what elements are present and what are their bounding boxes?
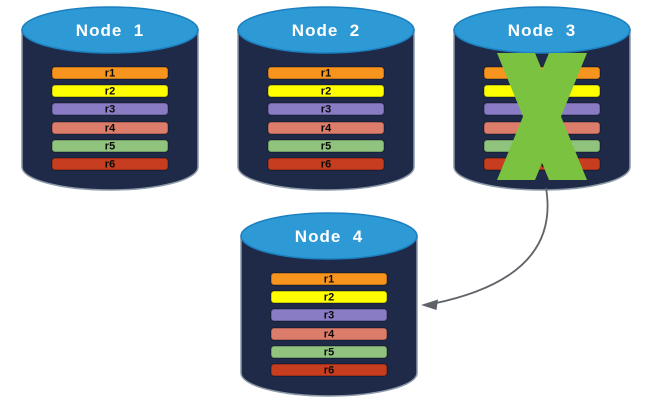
node-2-row-r4 xyxy=(267,121,385,135)
node-2: Node 2 r1 r2 r3 r4 r5 r6 xyxy=(237,6,415,191)
node-4-row-r3 xyxy=(270,308,388,322)
node-4-row-r3-label: r3 xyxy=(324,310,334,322)
node-4: Node 4 r1 r2 r3 r4 r5 r6 xyxy=(240,212,418,397)
node-4-row-r4-label: r4 xyxy=(324,329,335,341)
node-4-cylinder-top xyxy=(240,212,418,260)
node-2-row-r5 xyxy=(267,139,385,153)
failover-arrow-line xyxy=(433,187,549,305)
node-4-rows: r1 r2 r3 r4 r5 r6 xyxy=(270,272,388,377)
node-3-cylinder-top xyxy=(453,6,631,54)
node-1-row-r2-label: r2 xyxy=(105,86,115,98)
node-2-row-r6 xyxy=(267,157,385,171)
node-3-title: Node 3 xyxy=(508,21,576,40)
node-2-rows: r1 r2 r3 r4 r5 r6 xyxy=(267,66,385,171)
node-2-row-r1-label: r1 xyxy=(321,68,331,80)
node-4-row-r6-label: r6 xyxy=(324,365,334,377)
node-2-row-r2 xyxy=(267,84,385,98)
node-1-row-r3-label: r3 xyxy=(105,104,115,116)
node-2-row-r1 xyxy=(267,66,385,80)
node-1-title: Node 1 xyxy=(76,21,144,40)
node-2-title: Node 2 xyxy=(292,21,360,40)
node-1-row-r2 xyxy=(51,84,169,98)
failover-arrow xyxy=(421,187,549,310)
node-4-row-r5 xyxy=(270,345,388,359)
node-1-row-r1-label: r1 xyxy=(105,68,115,80)
node-2-row-r3 xyxy=(267,102,385,116)
node-2-row-r3-label: r3 xyxy=(321,104,331,116)
node-1-row-r1 xyxy=(51,66,169,80)
node-4-title: Node 4 xyxy=(295,227,363,246)
node-2-cylinder-top xyxy=(237,6,415,54)
node-2-row-r2-label: r2 xyxy=(321,86,331,98)
failover-arrowhead-icon xyxy=(421,299,438,310)
node-4-row-r2 xyxy=(270,290,388,304)
node-1: Node 1 r1 r2 r3 r4 r5 r6 xyxy=(21,6,199,191)
node-1-row-r6 xyxy=(51,157,169,171)
node-4-row-r1 xyxy=(270,272,388,286)
node-4-row-r2-label: r2 xyxy=(324,292,334,304)
node-1-row-r5 xyxy=(51,139,169,153)
node-1-row-r3 xyxy=(51,102,169,116)
node-1-cylinder-top xyxy=(21,6,199,54)
failure-x-icon xyxy=(497,53,587,180)
node-1-row-r4-label: r4 xyxy=(105,123,116,135)
node-4-row-r1-label: r1 xyxy=(324,274,334,286)
node-4-row-r5-label: r5 xyxy=(324,347,334,359)
failure-x-stroke-right xyxy=(497,53,587,180)
node-1-rows: r1 r2 r3 r4 r5 r6 xyxy=(51,66,169,171)
node-2-row-r4-label: r4 xyxy=(321,123,332,135)
node-1-row-r6-label: r6 xyxy=(105,159,115,171)
node-1-row-r5-label: r5 xyxy=(105,141,115,153)
node-2-row-r6-label: r6 xyxy=(321,159,331,171)
node-4-row-r4 xyxy=(270,327,388,341)
node-1-row-r4 xyxy=(51,121,169,135)
node-3-row-r6-label: r6 xyxy=(537,159,547,171)
node-4-row-r6 xyxy=(270,363,388,377)
node-2-row-r5-label: r5 xyxy=(321,141,331,153)
